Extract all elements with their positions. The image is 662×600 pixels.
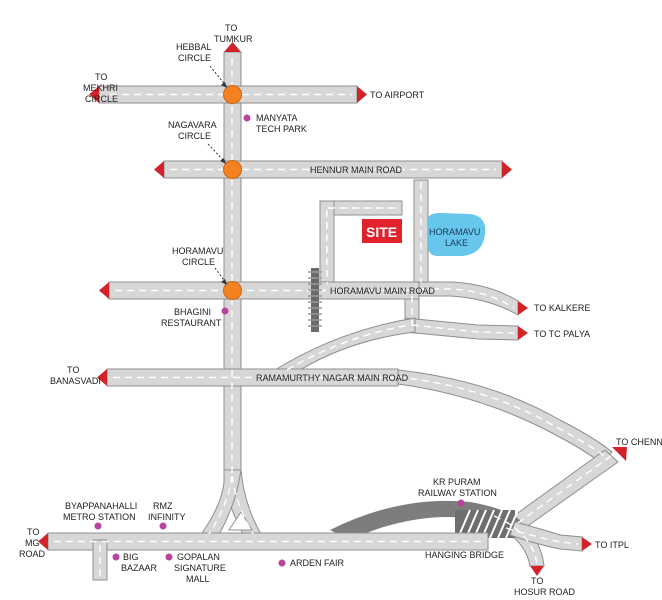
arrow-mg-road bbox=[38, 533, 48, 550]
lake-label-line1: HORAMAVU bbox=[429, 227, 480, 237]
arrow-horamavu-west bbox=[99, 282, 109, 299]
kr-puram-label-2: RAILWAY STATION bbox=[418, 488, 497, 498]
railway-track bbox=[308, 268, 322, 332]
chennai-curve-road bbox=[379, 369, 613, 465]
nagavara-label-2: CIRCLE bbox=[178, 131, 211, 141]
arrow-mekhri bbox=[89, 86, 99, 103]
horamavu-circle-marker[interactable] bbox=[223, 281, 242, 300]
ramamurthy-link-road bbox=[273, 317, 416, 371]
arrow-kalkere bbox=[518, 301, 528, 315]
banasvadi-label-1: TO bbox=[67, 365, 79, 375]
hanging-bridge-label: HANGING BRIDGE bbox=[425, 550, 504, 560]
site-label: SITE bbox=[366, 224, 397, 240]
ramamurthy-road-label: RAMAMURTHY NAGAR MAIN ROAD bbox=[256, 373, 409, 383]
horamavu-circle-label-2: CIRCLE bbox=[182, 257, 215, 267]
big-bazaar-label-2: BAZAAR bbox=[121, 563, 158, 573]
horamavu-lake bbox=[428, 213, 486, 256]
itpl-label: TO ITPL bbox=[595, 540, 629, 550]
nagavara-circle-marker[interactable] bbox=[223, 160, 242, 179]
nagavara-label-1: NAGAVARA bbox=[168, 120, 217, 130]
gopalan-label-2: SIGNATURE bbox=[174, 563, 226, 573]
arden-fair-dot bbox=[278, 559, 286, 567]
kr-puram-dot bbox=[457, 499, 465, 507]
chennai-diagonal-road bbox=[507, 449, 619, 531]
hennur-road-label: HENNUR MAIN ROAD bbox=[310, 165, 403, 175]
manyata-label-1: MANYATA bbox=[256, 113, 298, 123]
kalkere-label: TO KALKERE bbox=[534, 303, 590, 313]
mekhri-label-2: MEKHRI bbox=[83, 83, 118, 93]
mekhri-label-3: CIRCLE bbox=[85, 94, 118, 104]
tumkur-label-2: TUMKUR bbox=[214, 34, 253, 44]
horamavu-circle-label-1: HORAMAVU bbox=[172, 246, 223, 256]
airport-label: TO AIRPORT bbox=[370, 90, 425, 100]
hosur-label-2: HOSUR ROAD bbox=[514, 587, 576, 597]
tumkur-label-1: TO bbox=[225, 23, 237, 33]
tc-palya-label: TO TC PALYA bbox=[534, 329, 590, 339]
kr-puram-label-1: KR PURAM bbox=[433, 477, 481, 487]
byappanahalli-label-1: BYAPPANAHALLI bbox=[65, 501, 137, 511]
horamavu-road-label: HORAMAVU MAIN ROAD bbox=[330, 286, 435, 296]
byappanahalli-label-2: METRO STATION bbox=[63, 512, 136, 522]
gopalan-label-1: GOPALAN bbox=[177, 552, 220, 562]
mg-road-label-3: ROAD bbox=[19, 549, 46, 559]
arrow-airport bbox=[357, 86, 367, 103]
tc-palya-road bbox=[404, 317, 519, 341]
arrow-hosur bbox=[530, 566, 544, 576]
lake-label-line2: LAKE bbox=[445, 238, 468, 248]
arrow-tc-palya bbox=[518, 326, 528, 340]
arrow-hennur-east bbox=[502, 161, 512, 178]
circle-callouts bbox=[207, 65, 227, 284]
rmz-label-1: RMZ bbox=[153, 501, 173, 511]
landmark-dots bbox=[94, 114, 465, 567]
hosur-label-1: TO bbox=[531, 576, 543, 586]
gopalan-dot bbox=[165, 553, 173, 561]
big-bazaar-dot bbox=[112, 553, 120, 561]
bhagini-label-2: RESTAURANT bbox=[161, 318, 222, 328]
byappanahalli-dot bbox=[94, 522, 102, 530]
fork-island bbox=[228, 511, 253, 531]
manyata-label-2: TECH PARK bbox=[256, 124, 307, 134]
manyata-dot bbox=[243, 114, 251, 122]
arrow-hennur-west bbox=[154, 161, 164, 178]
hebbal-label-2: CIRCLE bbox=[178, 53, 211, 63]
gopalan-label-3: MALL bbox=[186, 574, 210, 584]
arrow-chennai bbox=[612, 447, 627, 461]
bhagini-dot bbox=[221, 307, 229, 315]
arrow-itpl bbox=[582, 537, 592, 551]
mg-road-label-2: MG bbox=[25, 538, 40, 548]
rmz-label-2: INFINITY bbox=[148, 512, 186, 522]
site-marker[interactable] bbox=[362, 219, 402, 243]
mekhri-label-1: TO bbox=[95, 72, 107, 82]
banasvadi-label-2: BANASVADI bbox=[50, 376, 101, 386]
mg-road-label-1: TO bbox=[27, 527, 39, 537]
bhagini-label-1: BHAGINI bbox=[174, 307, 211, 317]
hebbal-label-1: HEBBAL bbox=[176, 42, 212, 52]
hebbal-circle-marker[interactable] bbox=[223, 85, 242, 104]
chennai-label: TO CHENNAI bbox=[616, 437, 662, 447]
direction-arrows bbox=[38, 42, 627, 576]
arrow-tumkur bbox=[224, 42, 241, 52]
big-bazaar-label-1: BIG bbox=[123, 552, 139, 562]
itpl-road bbox=[509, 521, 583, 552]
arrow-banasvadi bbox=[97, 369, 107, 386]
arden-fair-label: ARDEN FAIR bbox=[290, 558, 345, 568]
rmz-dot bbox=[159, 522, 167, 530]
